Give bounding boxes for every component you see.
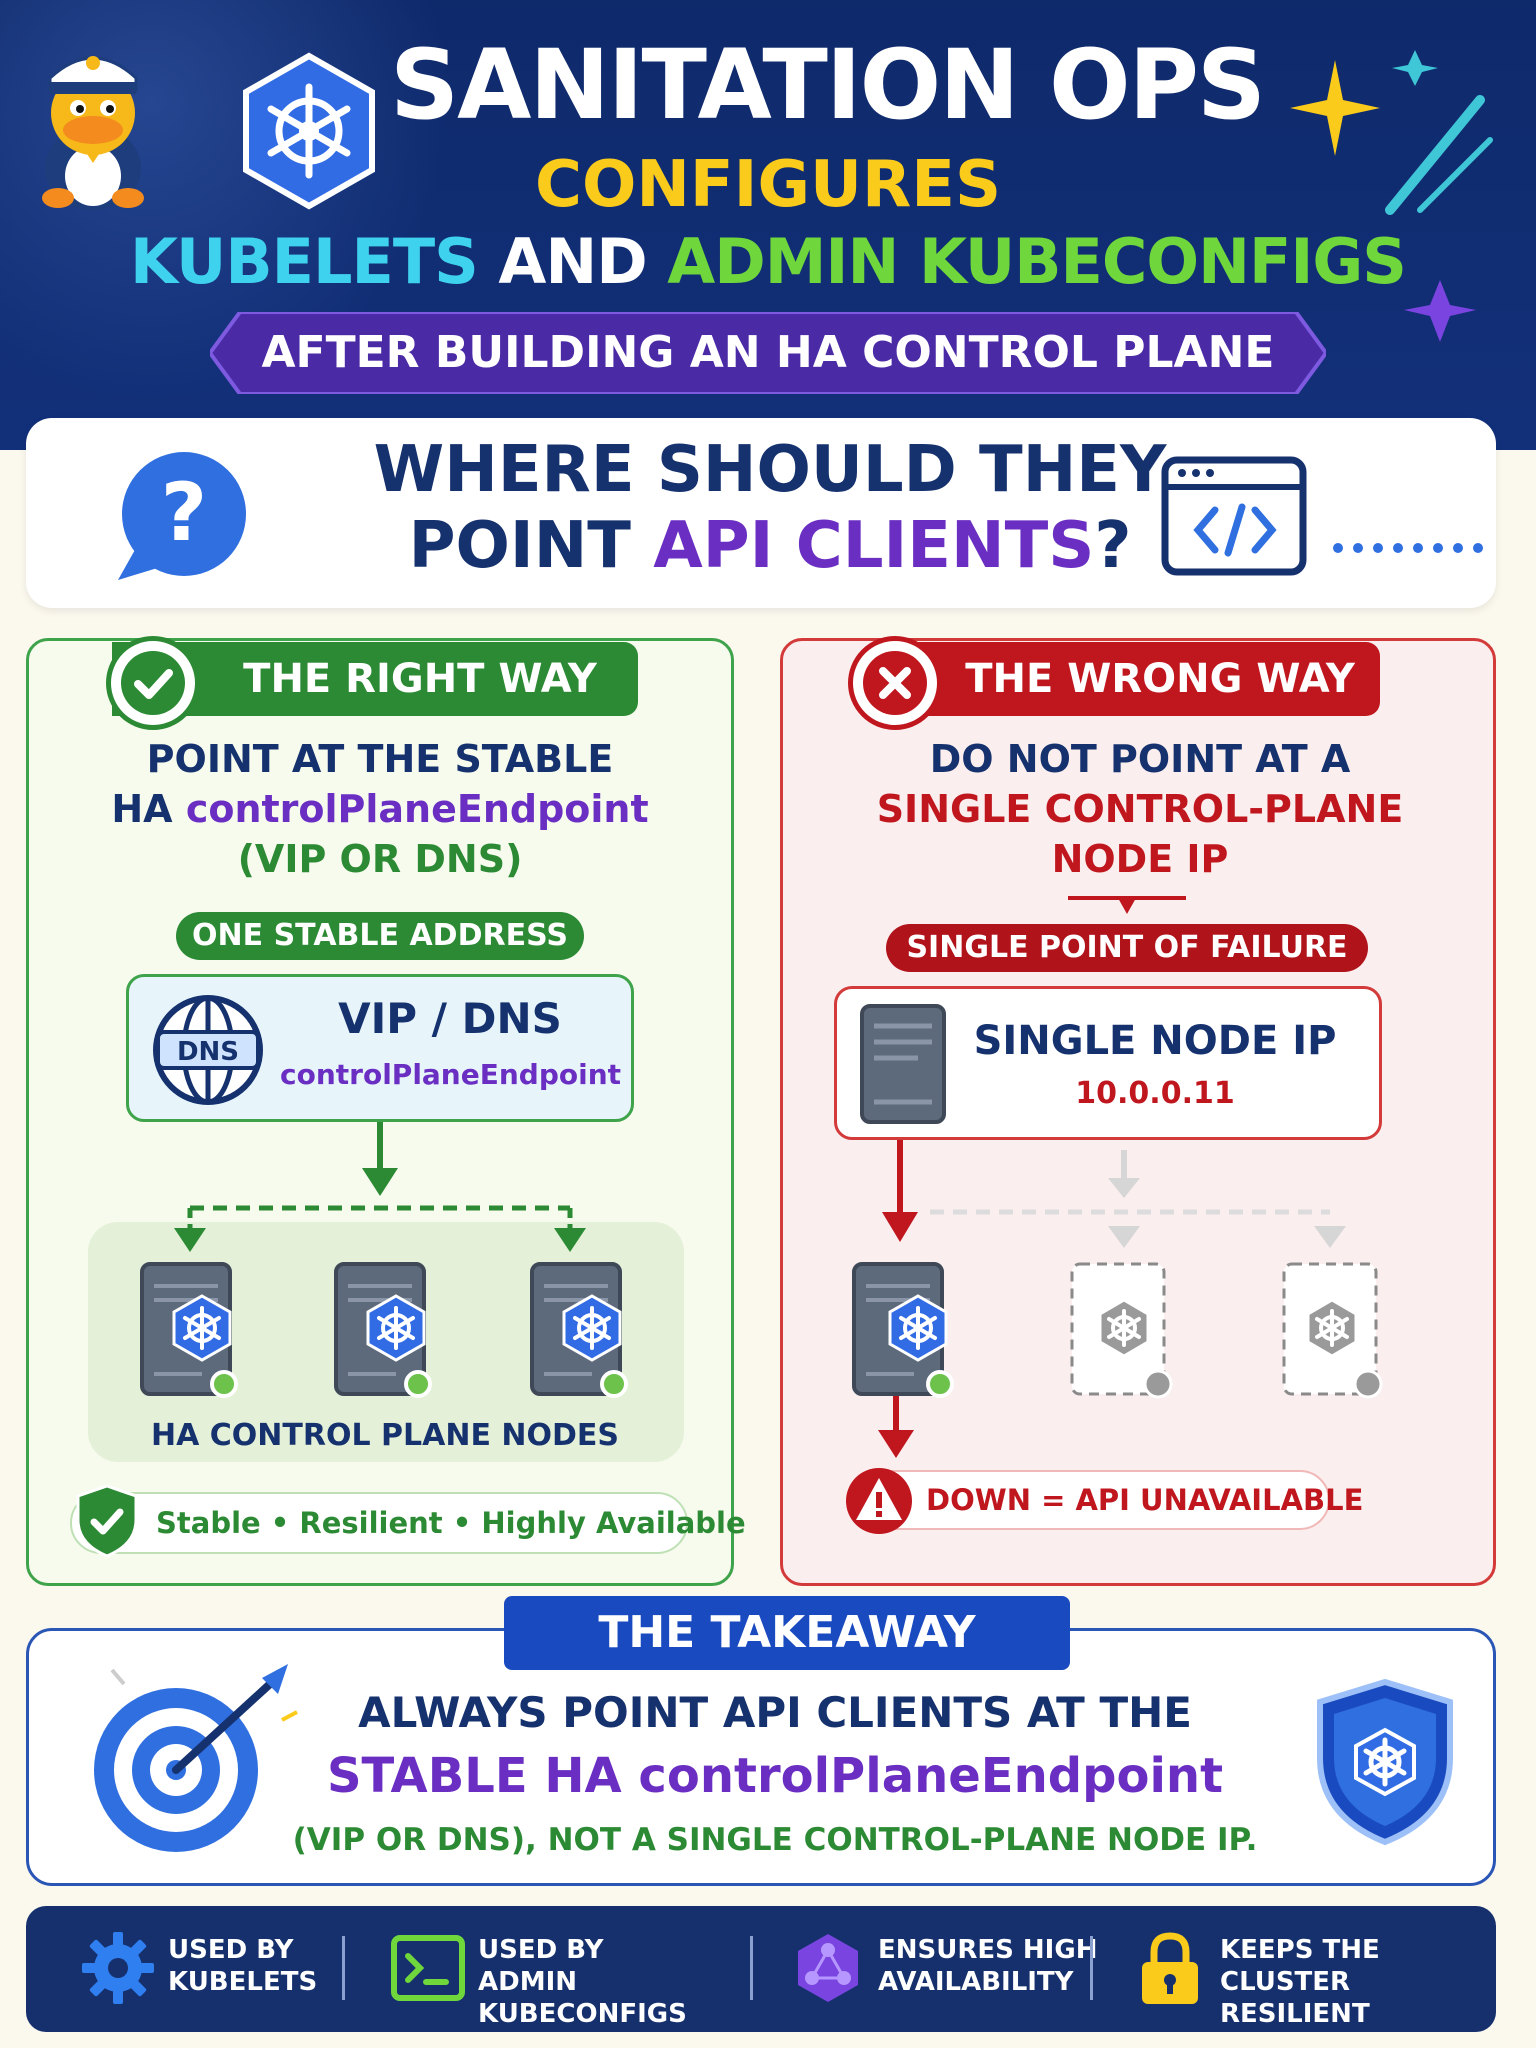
- takeaway-tab: THE TAKEAWAY: [504, 1596, 1070, 1670]
- footer-bar: [26, 1906, 1496, 2032]
- check-icon: [121, 651, 185, 715]
- footer-divider: [750, 1936, 753, 2000]
- duck-sailor-mascot-icon: [42, 56, 144, 210]
- right-way-tag-label: THE RIGHT WAY: [243, 656, 597, 702]
- right-way-ha: HA: [111, 787, 186, 831]
- wrong-way-line2: SINGLE CONTROL-PLANE: [876, 787, 1404, 831]
- wrong-way-line3: NODE IP: [1051, 837, 1229, 881]
- right-way-endpoint: controlPlaneEndpoint: [185, 787, 649, 831]
- right-way-line2: HA controlPlaneEndpoint: [40, 784, 720, 834]
- takeaway-line1: ALWAYS POINT API CLIENTS AT THE: [358, 1688, 1192, 1737]
- right-way-heading: POINT AT THE STABLE HA controlPlaneEndpo…: [40, 734, 720, 884]
- footer-item-availability: ENSURES HIGH AVAILABILITY: [788, 1928, 1097, 2012]
- footer-text-resilient: KEEPS THE CLUSTER RESILIENT: [1220, 1935, 1380, 2029]
- question-text: WHERE SHOULD THEY POINT API CLIENTS?: [330, 432, 1210, 584]
- kubernetes-shield-icon: [1317, 1678, 1453, 1846]
- footer-text-kubelets: USED BY KUBELETS: [168, 1935, 318, 1997]
- single-point-failure-pill: SINGLE POINT OF FAILURE: [886, 924, 1368, 972]
- globe-dns-icon: DNS: [153, 995, 263, 1105]
- vip-dns-title: VIP / DNS: [338, 994, 562, 1043]
- wrong-way-tag: [880, 642, 1380, 716]
- server-icon: [860, 1004, 946, 1124]
- single-node-title: SINGLE NODE IP: [973, 1018, 1337, 1064]
- title-admin-kubeconfigs: ADMIN KUBECONFIGS: [667, 225, 1407, 298]
- right-way-line3: (VIP OR DNS): [237, 837, 523, 881]
- down-warning-text: DOWN = API UNAVAILABLE: [926, 1483, 1364, 1517]
- title-sanitation-ops: SANITATION OPS: [390, 29, 1266, 141]
- svg-text:?: ?: [161, 466, 207, 559]
- stable-address-pill: ONE STABLE ADDRESS: [176, 912, 584, 960]
- title-kubelets: KUBELETS: [130, 225, 479, 298]
- takeaway-card: [26, 1628, 1496, 1886]
- kubernetes-helm-icon: [243, 52, 375, 210]
- subtitle-ribbon: [210, 312, 1326, 394]
- wrong-way-tag-label: THE WRONG WAY: [965, 656, 1355, 702]
- question-line2: POINT API CLIENTS?: [330, 508, 1210, 584]
- terminal-icon: [391, 1935, 465, 2001]
- network-hexagon-icon: [798, 1934, 858, 2002]
- warning-icon: [846, 1468, 912, 1534]
- question-bubble-icon: ?: [118, 452, 246, 580]
- question-mark: ?: [1094, 509, 1132, 583]
- code-window-icon: [1161, 456, 1307, 576]
- target-arrow-icon: [94, 1664, 298, 1852]
- footer-item-kubeconfigs: USED BY ADMIN KUBECONFIGS: [388, 1928, 738, 2029]
- benefits-pill: [70, 1492, 688, 1554]
- vip-dns-endpoint: controlPlaneEndpoint: [280, 1058, 622, 1091]
- takeaway-line2: STABLE HA controlPlaneEndpoint: [326, 1748, 1224, 1804]
- footer-item-resilient: KEEPS THE CLUSTER RESILIENT: [1130, 1928, 1470, 2029]
- subtitle-ribbon-text: AFTER BUILDING AN HA CONTROL PLANE: [261, 327, 1275, 378]
- decorative-dots: [1333, 543, 1483, 553]
- question-line1: WHERE SHOULD THEY: [373, 433, 1167, 507]
- title-configures: CONFIGURES: [534, 148, 1002, 222]
- right-way-line1: POINT AT THE STABLE: [146, 737, 614, 781]
- question-point: POINT: [408, 509, 654, 583]
- padlock-icon: [1142, 1932, 1198, 2004]
- wrong-way-line1: DO NOT POINT AT A: [929, 737, 1351, 781]
- globe-dns-label: DNS: [177, 1037, 239, 1067]
- footer-item-kubelets: USED BY KUBELETS: [78, 1928, 378, 2012]
- title-and: AND: [477, 225, 668, 298]
- footer-text-kubeconfigs: USED BY ADMIN KUBECONFIGS: [478, 1935, 687, 2029]
- question-api-clients: API CLIENTS: [653, 509, 1095, 583]
- down-warning-pill: [850, 1470, 1330, 1530]
- footer-text-availability: ENSURES HIGH AVAILABILITY: [878, 1935, 1098, 1997]
- ha-nodes-label: HA CONTROL PLANE NODES: [150, 1418, 619, 1453]
- gear-icon: [82, 1932, 154, 2004]
- close-icon: [863, 651, 927, 715]
- footer-divider: [342, 1936, 345, 2000]
- sparkle-icon: [1290, 50, 1493, 342]
- single-node-ip: 10.0.0.11: [1075, 1076, 1235, 1111]
- title-subjects: KUBELETS AND ADMIN KUBECONFIGS: [0, 222, 1536, 302]
- takeaway-line3: (VIP OR DNS), NOT A SINGLE CONTROL-PLANE…: [292, 1822, 1258, 1858]
- wrong-way-heading: DO NOT POINT AT A SINGLE CONTROL-PLANE N…: [790, 734, 1490, 884]
- footer-divider: [1090, 1936, 1093, 2000]
- shield-check-icon: [76, 1484, 138, 1558]
- benefits-text: Stable • Resilient • Highly Available: [156, 1506, 746, 1540]
